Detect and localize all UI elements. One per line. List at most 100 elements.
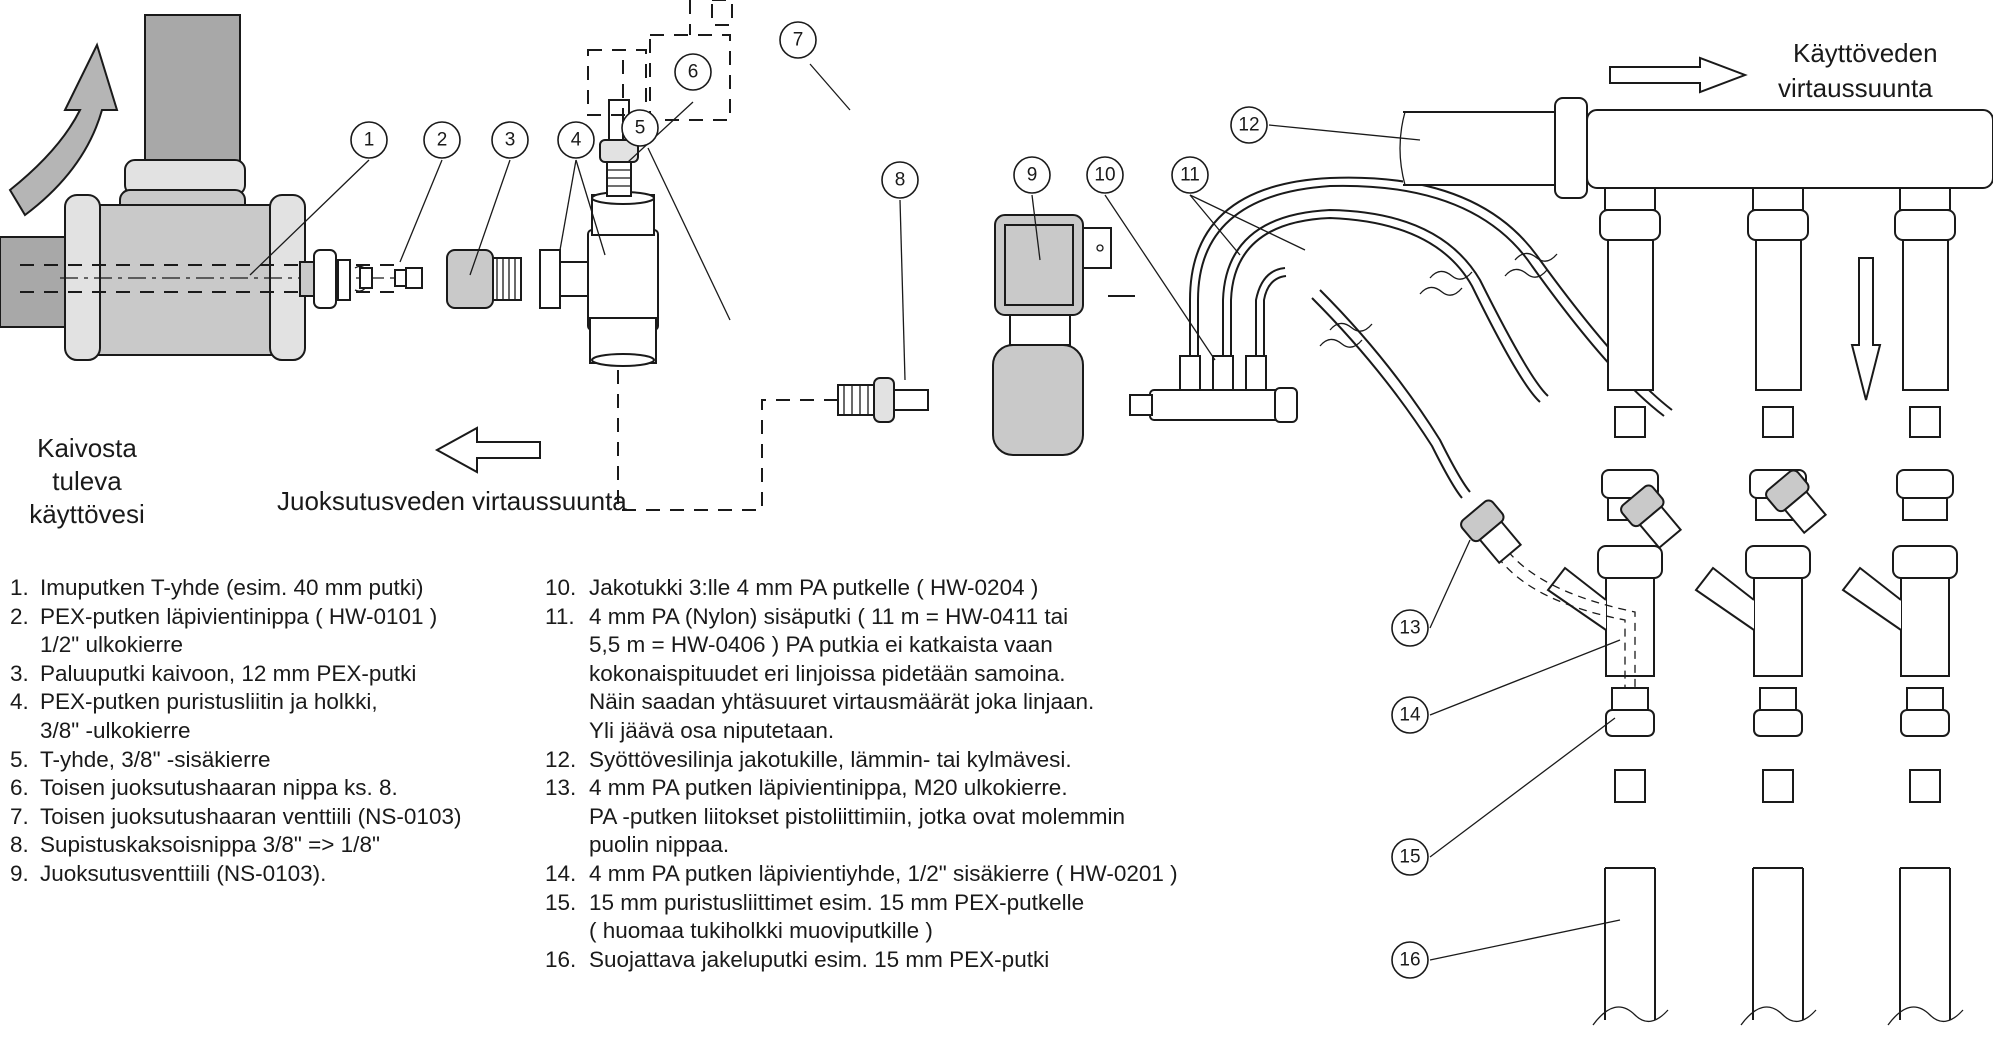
legend-text: Supistuskaksoisnippa 3/8" => 1/8": [40, 832, 380, 858]
legend-text: T-yhde, 3/8" -sisäkierre: [40, 746, 271, 772]
pa-manifold: [1129, 355, 1298, 423]
legend-text: Syöttövesilinja jakotukille, lämmin- tai…: [589, 746, 1072, 772]
callout-5: 5: [621, 109, 659, 147]
svg-text:1: 1: [364, 130, 375, 151]
drain-solenoid-valve: [992, 214, 1135, 456]
callout-2: 2: [423, 121, 461, 159]
legend-text: Toisen juoksutushaaran nippa ks. 8.: [40, 775, 398, 801]
legend-item: 5. T-yhde, 3/8" -sisäkierre: [10, 746, 550, 775]
callout-1: 1: [350, 121, 388, 159]
label-kaivosta-2: tuleva: [52, 466, 122, 496]
legend-number: 2.: [10, 603, 29, 629]
label-kayttovesi-1: Käyttöveden: [1793, 38, 1938, 68]
legend-number: 4.: [10, 689, 29, 715]
leader-lines: [249, 63, 1621, 961]
legend-text: 4 mm PA putken läpivientinippa, M20 ulko…: [589, 775, 1126, 858]
legend-item: 2. PEX-putken läpivientinippa ( HW-0101 )…: [10, 603, 550, 660]
legend-text: PEX-putken läpivientinippa ( HW-0101 ) 1…: [40, 603, 438, 658]
suction-t-piece: [0, 14, 410, 361]
compression-fitting: [394, 249, 522, 309]
legend-item: 1. Imuputken T-yhde (esim. 40 mm putki): [10, 574, 550, 603]
callout-9: 9: [1013, 156, 1051, 194]
legend-number: 10.: [545, 575, 577, 600]
legend-text: 15 mm puristusliittimet esim. 15 mm PEX-…: [589, 889, 1085, 944]
legend-number: 7.: [10, 803, 29, 829]
svg-text:9: 9: [1027, 165, 1038, 186]
legend-item: 16. Suojattava jakeluputki esim. 15 mm PE…: [545, 946, 1365, 975]
legend-number: 11.: [545, 603, 575, 629]
svg-text:14: 14: [1399, 705, 1421, 726]
legend-number: 5.: [10, 746, 29, 772]
legend-text: Jakotukki 3:lle 4 mm PA putkelle ( HW-02…: [589, 575, 1039, 600]
dashed-drain-line: [617, 370, 840, 511]
callout-7: 7: [779, 21, 817, 59]
svg-text:7: 7: [793, 30, 804, 51]
svg-text:16: 16: [1399, 950, 1420, 971]
svg-text:13: 13: [1399, 618, 1420, 639]
return-pipe: [354, 265, 373, 292]
legend-item: 12.Syöttövesilinja jakotukille, lämmin- …: [545, 746, 1365, 775]
legend-item: 7. Toisen juoksutushaaran venttiili (NS-0…: [10, 803, 550, 832]
legend-text: Suojattava jakeluputki esim. 15 mm PEX-p…: [589, 946, 1050, 972]
legend-text: PEX-putken puristusliitin ja holkki, 3/8…: [40, 689, 378, 743]
legend-number: 1.: [10, 575, 29, 600]
callout-6: 6: [674, 53, 712, 91]
curved-flow-arrow: [8, 42, 119, 217]
svg-text:11: 11: [1180, 165, 1200, 186]
legend-text: Juoksutusventtiili (NS-0103).: [40, 860, 327, 886]
legend-number: 8.: [10, 832, 29, 858]
legend-number: 14.: [545, 860, 577, 886]
callout-12: 12: [1230, 106, 1268, 144]
legend-text: Imuputken T-yhde (esim. 40 mm putki): [40, 575, 424, 600]
svg-text:2: 2: [437, 130, 448, 151]
parts-legend-right: 10. Jakotukki 3:lle 4 mm PA putkelle ( HW…: [545, 574, 1365, 974]
svg-text:8: 8: [895, 170, 906, 191]
svg-text:12: 12: [1238, 115, 1259, 136]
label-kaivosta-3: käyttövesi: [29, 499, 145, 529]
t-fitting: [539, 191, 659, 367]
pa-nipples: [1460, 469, 1828, 565]
legend-number: 16.: [545, 946, 577, 972]
legend-item: 9. Juoksutusventtiili (NS-0103).: [10, 860, 550, 889]
legend-number: 15.: [545, 889, 577, 915]
callout-8: 8: [881, 161, 919, 199]
legend-item: 11. 4 mm PA (Nylon) sisäputki ( 11 m = HW…: [545, 603, 1365, 746]
svg-text:5: 5: [635, 118, 646, 139]
legend-item: 13. 4 mm PA putken läpivientinippa, M20 u…: [545, 774, 1365, 860]
svg-text:6: 6: [688, 62, 699, 83]
callout-15: 15: [1391, 838, 1429, 876]
legend-text: 4 mm PA putken läpivientiyhde, 1/2" sisä…: [589, 860, 1178, 886]
callout-11: 11: [1171, 156, 1209, 194]
callout-14: 14: [1391, 696, 1429, 734]
legend-number: 9.: [10, 860, 29, 886]
reducer-nipple: [837, 377, 929, 423]
svg-text:3: 3: [505, 130, 516, 151]
svg-text:15: 15: [1399, 847, 1420, 868]
parts-legend-left: 1. Imuputken T-yhde (esim. 40 mm putki) 2.…: [10, 574, 550, 889]
callout-4: 4: [557, 121, 595, 159]
branch-nipple: [599, 99, 639, 197]
legend-number: 3.: [10, 660, 29, 686]
distribution-branches: [1489, 187, 1964, 1026]
label-juoksutus-flow: Juoksutusveden virtaussuunta: [277, 486, 627, 516]
legend-item: 4. PEX-putken puristusliitin ja holkki, 3…: [10, 688, 550, 745]
pex-nipple: [299, 249, 351, 309]
callout-3: 3: [491, 121, 529, 159]
legend-text: Toisen juoksutushaaran venttiili (NS-010…: [40, 803, 462, 829]
legend-text: Paluuputki kaivoon, 12 mm PEX-putki: [40, 660, 417, 686]
callout-16: 16: [1391, 941, 1429, 979]
legend-item: 8. Supistuskaksoisnippa 3/8" => 1/8": [10, 831, 550, 860]
legend-text: 4 mm PA (Nylon) sisäputki ( 11 m = HW-04…: [589, 603, 1095, 743]
label-kayttovesi-2: virtaussuunta: [1778, 73, 1933, 103]
legend-item: 3. Paluuputki kaivoon, 12 mm PEX-putki: [10, 660, 550, 689]
label-kaivosta-1: Kaivosta: [37, 433, 137, 463]
legend-item: 10. Jakotukki 3:lle 4 mm PA putkelle ( HW…: [545, 574, 1365, 603]
legend-number: 13.: [545, 775, 577, 801]
branch-valve-dashed: [587, 0, 733, 140]
legend-item: 15. 15 mm puristusliittimet esim. 15 mm P…: [545, 889, 1365, 946]
legend-number: 6.: [10, 775, 29, 801]
flow-arrows: [434, 56, 1882, 474]
svg-text:10: 10: [1094, 165, 1115, 186]
callout-13: 13: [1391, 609, 1429, 647]
